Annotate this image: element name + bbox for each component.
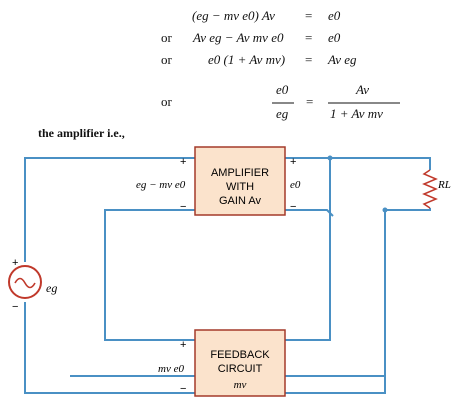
amplifier-label-line3: GAIN Av xyxy=(219,195,261,207)
equation-2-lhs: Av eg − Av mv e0 xyxy=(193,30,284,45)
equation-1-lhs: (eg − mv e0) Av xyxy=(192,8,275,23)
load-resistor-label: RL xyxy=(437,179,451,191)
amp-input-voltage-label: eg − mv e0 xyxy=(136,179,186,191)
source-voltage-label: eg xyxy=(46,281,57,295)
equation-3-eq: = xyxy=(305,52,313,67)
equation-1-rhs: e0 xyxy=(328,8,341,23)
equation-3-lhs: e0 (1 + Av mv) xyxy=(208,52,286,67)
ac-source-wave xyxy=(14,277,36,289)
feedback-label-line1: FEEDBACK xyxy=(210,349,270,361)
amp-output-voltage-label: e0 xyxy=(290,179,301,191)
source-minus: − xyxy=(12,301,18,313)
junction-node-top xyxy=(327,155,333,161)
equation-3-prefix: or xyxy=(161,52,172,67)
equation-4-prefix: or xyxy=(161,94,172,109)
caption-text: the amplifier i.e., xyxy=(38,126,125,140)
amp-input-plus: + xyxy=(180,156,186,168)
amp-output-minus: − xyxy=(290,201,296,213)
feedback-voltage-label: mv e0 xyxy=(158,363,184,375)
load-resistor xyxy=(422,169,438,209)
source-plus: + xyxy=(12,257,18,269)
wire-load-bottom xyxy=(385,208,431,211)
equation-2-rhs: e0 xyxy=(328,30,341,45)
feedback-box xyxy=(194,329,286,397)
amplifier-label-line2: WITH xyxy=(226,181,254,193)
feedback-plus: + xyxy=(180,339,186,351)
equation-4-rhs-numerator: Av xyxy=(356,82,369,97)
equation-4-eq: = xyxy=(306,94,314,109)
feedback-minus: − xyxy=(180,383,186,395)
amp-input-minus: − xyxy=(180,201,186,213)
junction-node-bottom xyxy=(382,207,388,213)
equation-4-rhs-denominator: 1 + Av mv xyxy=(330,106,383,121)
amp-output-plus: + xyxy=(290,156,296,168)
wire-amp-output-top xyxy=(285,157,431,170)
amplifier-box xyxy=(194,146,286,216)
wire-inner-loop xyxy=(104,209,195,341)
feedback-label-line2: CIRCUIT xyxy=(218,363,263,375)
equation-1-eq: = xyxy=(305,8,313,23)
equation-4-lhs-numerator: e0 xyxy=(276,82,289,97)
feedback-label-line3: mv xyxy=(234,379,247,391)
amplifier-label-line1: AMPLIFIER xyxy=(211,167,269,179)
wire-source-top xyxy=(24,157,195,262)
equation-2-prefix: or xyxy=(161,30,172,45)
equation-2-eq: = xyxy=(305,30,313,45)
equation-3-rhs: Av eg xyxy=(328,52,357,67)
wire-output-to-feedback xyxy=(285,158,331,341)
equation-4-lhs-denominator: eg xyxy=(276,106,289,121)
